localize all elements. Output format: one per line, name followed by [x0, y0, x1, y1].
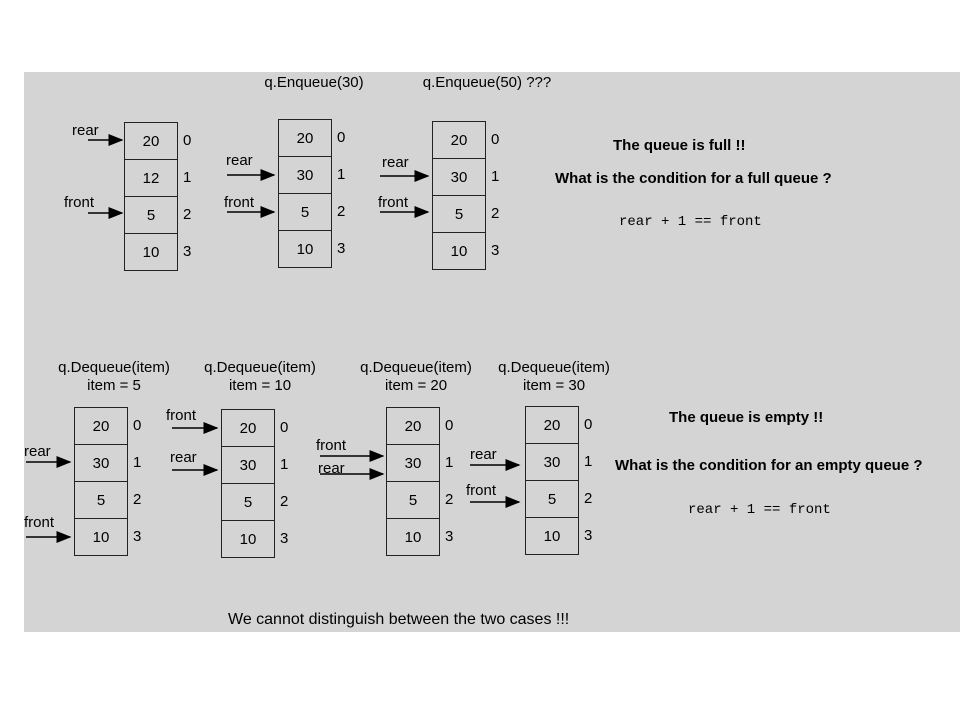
- array-4-index-1: 1: [133, 454, 142, 471]
- array-5-cell-2: 5: [221, 483, 275, 521]
- pointer-arrows: [26, 134, 521, 543]
- queue-full-condition: rear + 1 == front: [619, 214, 762, 230]
- array-3-index-3: 3: [491, 242, 500, 259]
- array-5-index-3: 3: [280, 530, 289, 547]
- array-2-cell-0: 20: [278, 119, 332, 157]
- array-7-index-3: 3: [584, 527, 593, 544]
- rear-label-7: rear: [470, 446, 497, 463]
- array-3-cell-0: 20: [432, 121, 486, 159]
- front-label-3: front: [378, 194, 409, 211]
- dequeue-op-4: q.Dequeue(item): [498, 359, 610, 376]
- front-label-4: front: [24, 514, 55, 531]
- array-6-index-1: 1: [445, 454, 454, 471]
- array-7-index-1: 1: [584, 453, 593, 470]
- array-5-index-0: 0: [280, 419, 289, 436]
- rear-label-4: rear: [24, 443, 51, 460]
- front-label-6: front: [316, 437, 347, 454]
- front-label-1: front: [64, 194, 95, 211]
- rear-label-3: rear: [382, 154, 409, 171]
- array-3-cell-2: 5: [432, 195, 486, 233]
- array-4-index-2: 2: [133, 491, 142, 508]
- array-1-cell-1: 12: [124, 159, 178, 197]
- array-4-cell-0: 20: [74, 407, 128, 445]
- array-5-cell-0: 20: [221, 409, 275, 447]
- array-7-cell-2: 5: [525, 480, 579, 518]
- array-1-index-0: 0: [183, 132, 192, 149]
- array-2-index-0: 0: [337, 129, 346, 146]
- array-2-cell-3: 10: [278, 230, 332, 268]
- enqueue-30-caption: q.Enqueue(30): [264, 74, 364, 91]
- dequeue-op-1: q.Dequeue(item): [58, 359, 170, 376]
- array-1-index-3: 3: [183, 243, 192, 260]
- array-4-index-3: 3: [133, 528, 142, 545]
- diagram-slide: q.Enqueue(30) q.Enqueue(50) ??? rear fro…: [24, 72, 960, 632]
- array-7-index-2: 2: [584, 490, 593, 507]
- array-6-index-0: 0: [445, 417, 454, 434]
- dequeue-item-2: item = 10: [228, 377, 292, 394]
- rear-label-6: rear: [318, 460, 345, 477]
- array-4-cell-1: 30: [74, 444, 128, 482]
- array-1-index-2: 2: [183, 206, 192, 223]
- array-2-index-1: 1: [337, 166, 346, 183]
- array-6-index-2: 2: [445, 491, 454, 508]
- array-4-cell-2: 5: [74, 481, 128, 519]
- queue-empty-condition: rear + 1 == front: [688, 502, 831, 518]
- queue-full-question: What is the condition for a full queue ?: [555, 170, 832, 187]
- footer-note: We cannot distinguish between the two ca…: [228, 611, 570, 628]
- front-label-5: front: [166, 407, 197, 424]
- array-5-cell-3: 10: [221, 520, 275, 558]
- dequeue-caption-3: q.Dequeue(item) item = 20: [346, 359, 486, 395]
- array-7-index-0: 0: [584, 416, 593, 433]
- array-6-index-3: 3: [445, 528, 454, 545]
- array-3-index-0: 0: [491, 131, 500, 148]
- array-6-cell-2: 5: [386, 481, 440, 519]
- dequeue-item-3: item = 20: [384, 377, 448, 394]
- rear-label-2: rear: [226, 152, 253, 169]
- dequeue-caption-4: q.Dequeue(item) item = 30: [484, 359, 624, 395]
- front-label-7: front: [466, 482, 497, 499]
- array-6-cell-1: 30: [386, 444, 440, 482]
- array-2-index-2: 2: [337, 203, 346, 220]
- array-2-cell-1: 30: [278, 156, 332, 194]
- array-5-index-2: 2: [280, 493, 289, 510]
- array-3-cell-3: 10: [432, 232, 486, 270]
- dequeue-item-1: item = 5: [87, 377, 141, 394]
- dequeue-caption-1: q.Dequeue(item) item = 5: [44, 359, 184, 395]
- array-6-cell-0: 20: [386, 407, 440, 445]
- queue-empty-question: What is the condition for an empty queue…: [615, 457, 923, 474]
- array-5-index-1: 1: [280, 456, 289, 473]
- array-1-cell-0: 20: [124, 122, 178, 160]
- array-2-index-3: 3: [337, 240, 346, 257]
- array-1-cell-3: 10: [124, 233, 178, 271]
- rear-label-1: rear: [72, 122, 99, 139]
- enqueue-50-caption: q.Enqueue(50) ???: [422, 74, 552, 91]
- rear-label-5: rear: [170, 449, 197, 466]
- array-4-index-0: 0: [133, 417, 142, 434]
- dequeue-caption-2: q.Dequeue(item) item = 10: [190, 359, 330, 395]
- array-3-index-2: 2: [491, 205, 500, 222]
- array-6-cell-3: 10: [386, 518, 440, 556]
- array-1-cell-2: 5: [124, 196, 178, 234]
- front-label-2: front: [224, 194, 255, 211]
- queue-full-title: The queue is full !!: [613, 137, 746, 154]
- queue-empty-title: The queue is empty !!: [669, 409, 824, 426]
- array-7-cell-0: 20: [525, 406, 579, 444]
- array-4-cell-3: 10: [74, 518, 128, 556]
- array-1-index-1: 1: [183, 169, 192, 186]
- dequeue-op-2: q.Dequeue(item): [204, 359, 316, 376]
- array-3-index-1: 1: [491, 168, 500, 185]
- array-7-cell-1: 30: [525, 443, 579, 481]
- array-2-cell-2: 5: [278, 193, 332, 231]
- array-3-cell-1: 30: [432, 158, 486, 196]
- array-7-cell-3: 10: [525, 517, 579, 555]
- dequeue-item-4: item = 30: [522, 377, 586, 394]
- array-5-cell-1: 30: [221, 446, 275, 484]
- dequeue-op-3: q.Dequeue(item): [360, 359, 472, 376]
